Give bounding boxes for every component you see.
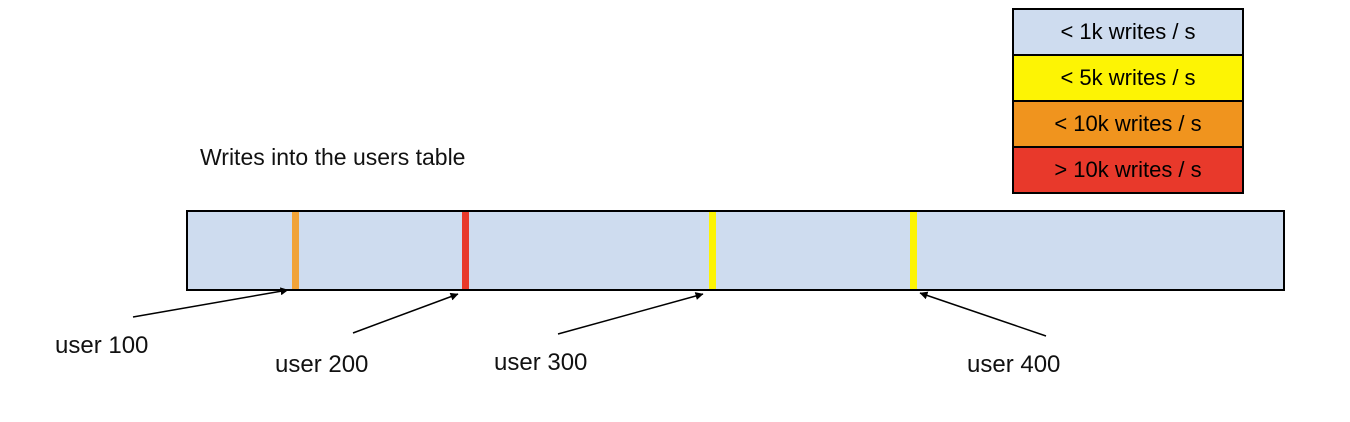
arrow-user-100: [132, 287, 289, 318]
legend-item-lt-1k: < 1k writes / s: [1012, 8, 1244, 56]
legend-item-gt-10k: > 10k writes / s: [1012, 146, 1244, 194]
user-300-label: user 300: [494, 349, 588, 376]
legend-item-lt-10k: < 10k writes / s: [1012, 100, 1244, 148]
user-400-label: user 400: [967, 351, 1061, 378]
marker-user-100: [292, 212, 300, 289]
marker-user-300: [709, 212, 717, 289]
diagram-title: Writes into the users table: [200, 144, 466, 170]
marker-user-400: [909, 212, 917, 289]
users-table-bar: [186, 210, 1285, 291]
legend-item-lt-5k: < 5k writes / s: [1012, 54, 1244, 102]
arrow-user-400: [919, 291, 1047, 337]
legend-item-label: < 1k writes / s: [1060, 19, 1196, 44]
legend: < 1k writes / s < 5k writes / s < 10k wr…: [1012, 8, 1244, 194]
legend-item-label: > 10k writes / s: [1054, 157, 1202, 182]
legend-item-label: < 10k writes / s: [1054, 111, 1202, 136]
user-100-label: user 100: [55, 332, 149, 359]
legend-item-label: < 5k writes / s: [1060, 65, 1196, 90]
arrow-user-300: [557, 292, 704, 335]
arrow-user-200: [352, 292, 459, 334]
user-200-label: user 200: [275, 351, 369, 378]
marker-user-200: [461, 212, 469, 289]
